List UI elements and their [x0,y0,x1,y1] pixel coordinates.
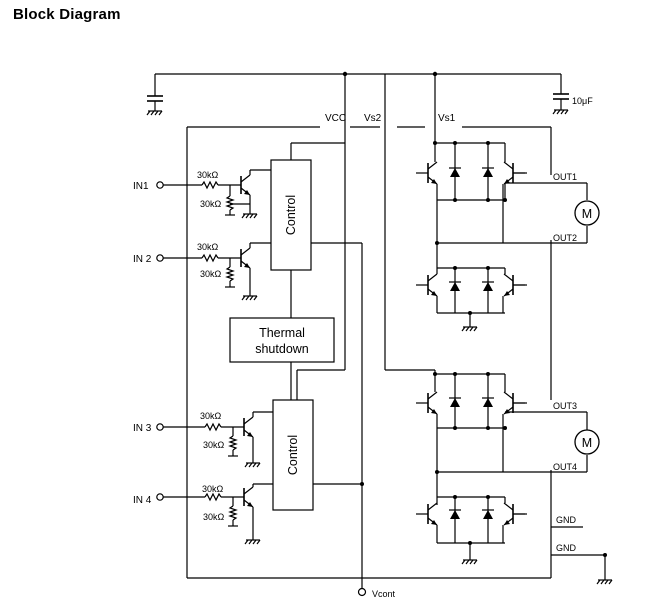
input-stage-2 [156,242,271,301]
in2-label: IN 2 [133,254,152,265]
vcont-terminal [357,587,367,597]
control-label-2: Control [286,435,300,475]
control-wiring [290,142,435,588]
capacitor-label: 10μF [572,96,593,106]
motor-1-label: M [582,207,592,221]
resistor-in4-series: 30kΩ [202,484,224,494]
input-stage-4 [156,483,273,545]
resistor-in1-series: 30kΩ [197,170,219,180]
out3-label: OUT3 [553,401,577,411]
resistor-in2-shunt: 30kΩ [200,269,222,279]
input-stage-1 [156,169,271,219]
gnd-label-2: GND [556,543,577,553]
thermal-shutdown-block [229,317,335,363]
control-block-2 [272,399,314,511]
input-stage-3 [156,411,273,468]
vs1-label: Vs1 [438,113,456,124]
resistor-in1-shunt: 30kΩ [200,199,222,209]
out1-label: OUT1 [553,172,577,182]
out2-label: OUT2 [553,233,577,243]
motor-2 [574,429,600,455]
motor-2-label: M [582,436,592,450]
resistor-in3-series: 30kΩ [200,411,222,421]
in3-label: IN 3 [133,423,152,434]
resistor-in3-shunt: 30kΩ [203,440,225,450]
gnd-wiring [551,526,613,585]
out4-label: OUT4 [553,462,577,472]
vcc-label: VCC [325,113,346,124]
gnd-label-1: GND [556,515,577,525]
in4-label: IN 4 [133,495,152,506]
supply-rail [146,71,569,116]
thermal-label-line2: shutdown [255,342,309,356]
in1-label: IN1 [133,181,149,192]
h-bridge-1 [415,141,588,332]
h-bridge-2 [415,370,588,565]
motor-1 [574,200,600,226]
ic-outline [186,126,552,579]
thermal-label-line1: Thermal [259,326,305,340]
resistor-in4-shunt: 30kΩ [203,512,225,522]
resistor-in2-series: 30kΩ [197,242,219,252]
vcont-label: Vcont [372,589,396,599]
control-label-1: Control [284,195,298,235]
page-title: Block Diagram [13,6,121,23]
vs2-label: Vs2 [364,113,382,124]
